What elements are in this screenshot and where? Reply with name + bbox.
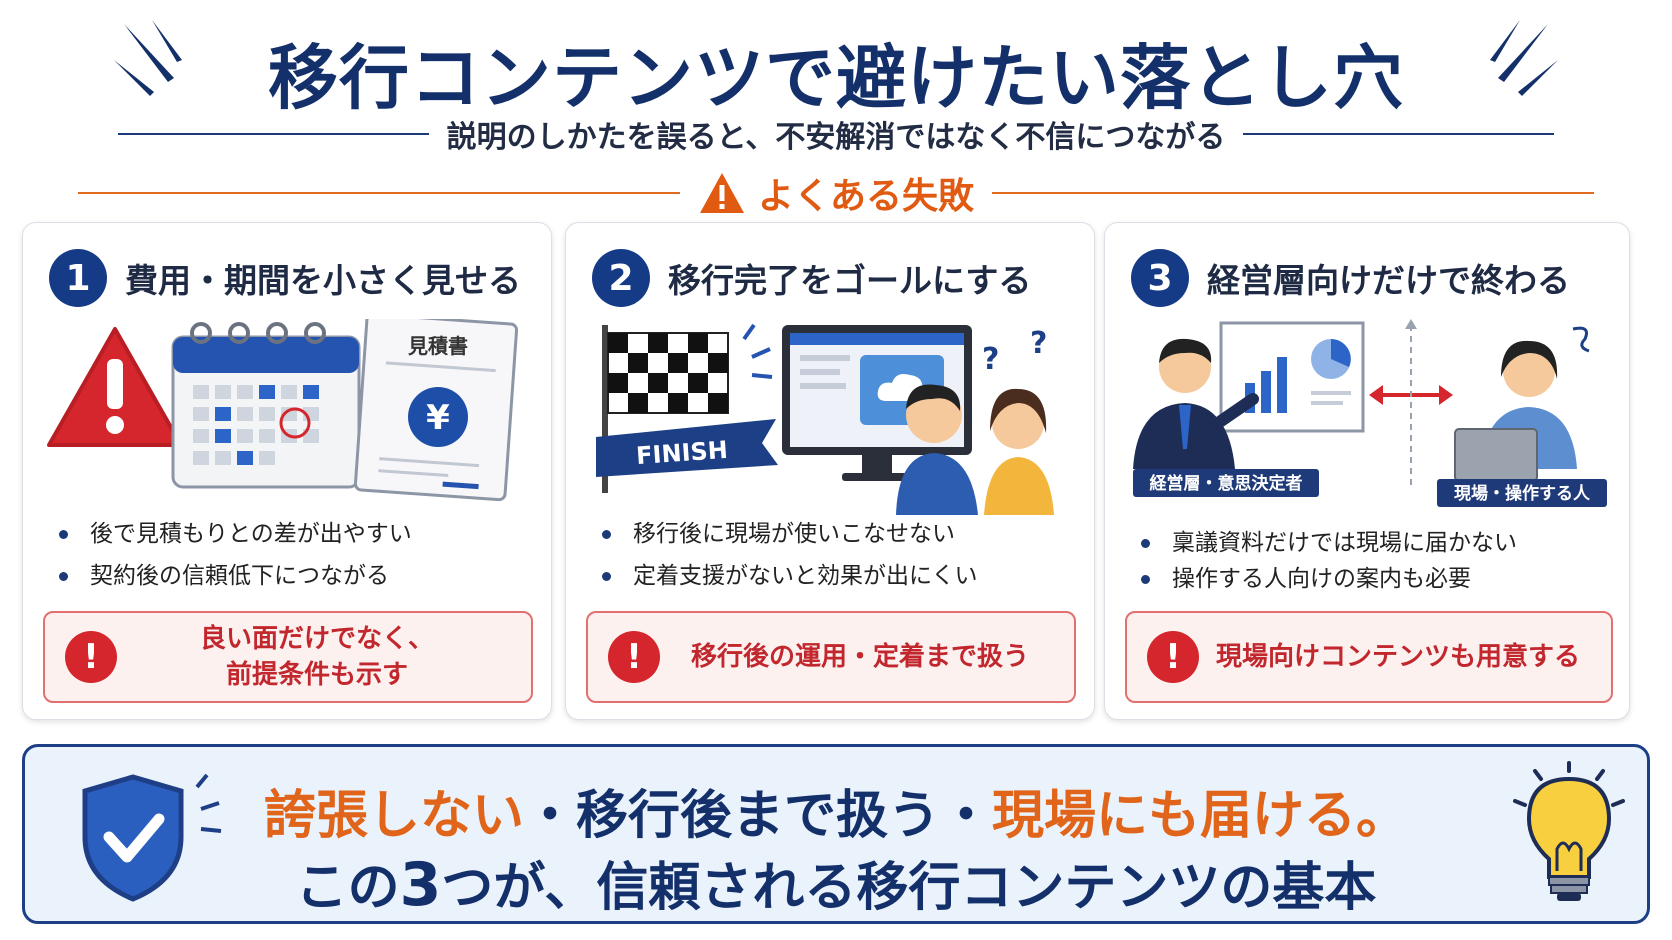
banner-text: つが、信頼される移行コンテンツの基本 [441, 858, 1377, 918]
warning-box: ! 現場向けコンテンツも用意する [1125, 611, 1613, 703]
divider [118, 133, 429, 135]
banner-text: ・移行後まで扱う・ [523, 786, 992, 846]
failure-card-audience: 3 経営層向けだけで終わる 経営層・意思決定者 [1104, 222, 1630, 720]
worker-label: 現場・操作する人 [1454, 483, 1591, 504]
card-header: 2 移行完了をゴールにする [592, 249, 1031, 307]
banner-text: この [295, 858, 400, 918]
divider [1243, 133, 1554, 135]
divider [78, 192, 680, 194]
divider [992, 192, 1595, 194]
burst-lines-icon [1490, 20, 1558, 96]
banner-number: 3 [399, 850, 442, 920]
question-mark-icon: ? [982, 342, 999, 377]
shield-check-icon [82, 773, 222, 902]
warning-text: 移行後の運用・定着まで扱う [690, 642, 1029, 672]
cost-illustration: 見積書 ¥ [47, 319, 519, 502]
flag-label: FINISH [635, 436, 728, 470]
card-header: 1 費用・期間を小さく見せる [49, 249, 521, 307]
estimate-document-icon [353, 319, 519, 502]
card-number-badge: 1 [49, 249, 107, 307]
bullet-list: 後で見積もりとの差が出やすい 契約後の信頼低下につながる [59, 513, 412, 597]
checkered-flag-icon [596, 323, 778, 493]
executive-label: 経営層・意思決定者 [1150, 473, 1303, 494]
audience-illustration: 経営層・意思決定者 現場・操作する人 [1133, 319, 1607, 507]
banner-subline: この3つが、信頼される移行コンテンツの基本 [25, 845, 1647, 920]
card-title: 移行完了をゴールにする [668, 261, 1032, 300]
section-heading-row: よくある失敗 [78, 167, 1595, 219]
card-number-badge: 3 [1131, 249, 1189, 307]
calendar-icon [171, 322, 361, 489]
light-bulb-icon [1513, 761, 1625, 901]
card-header: 3 経営層向けだけで終わる [1131, 249, 1570, 307]
laptop-icon [1443, 428, 1551, 487]
list-item: 稟議資料だけでは現場に届かない [1141, 525, 1517, 561]
list-item: 操作する人向けの案内も必要 [1141, 561, 1517, 597]
label-badge [1133, 469, 1319, 497]
goal-illustration: FINISH ? ? [596, 323, 1054, 515]
yen-symbol: ¥ [426, 398, 450, 438]
banner-headline: 誇張しない・移行後まで扱う・現場にも届ける。 [25, 773, 1647, 848]
presentation-board-icon [1219, 321, 1365, 433]
label-badge [1437, 479, 1607, 507]
section-heading-label: よくある失敗 [758, 176, 975, 217]
card-title: 費用・期間を小さく見せる [125, 261, 521, 300]
banner-key-phrase: 誇張しない [263, 786, 524, 846]
executive-person-icon [1133, 338, 1259, 469]
summary-banner: 誇張しない・移行後まで扱う・現場にも届ける。 この3つが、信頼される移行コンテン… [22, 744, 1650, 924]
bullet-list: 移行後に現場が使いこなせない 定着支援がないと効果が出にくい [602, 513, 978, 597]
warning-box: ! 移行後の運用・定着まで扱う [586, 611, 1076, 703]
page-subtitle: 説明のしかたを誤ると、不安解消ではなく不信につながる [446, 120, 1226, 155]
burst-lines-icon [114, 20, 182, 96]
page-title: 移行コンテンツで避けたい落とし穴 [268, 37, 1404, 119]
warning-line: 前提条件も示す [225, 660, 408, 690]
alert-circle-icon: ! [1147, 631, 1199, 683]
warning-triangle-icon [700, 173, 744, 213]
list-item: 移行後に現場が使いこなせない [602, 513, 978, 555]
failure-card-goal: 2 移行完了をゴールにする FINISH [565, 222, 1095, 720]
list-item: 定着支援がないと効果が出にくい [602, 555, 978, 597]
list-item: 契約後の信頼低下につながる [59, 555, 412, 597]
document-label: 見積書 [408, 334, 468, 358]
warning-triangle-icon [47, 327, 183, 447]
list-item: 後で見積もりとの差が出やすい [59, 513, 412, 555]
alert-circle-icon: ! [608, 631, 660, 683]
card-number-badge: 2 [592, 249, 650, 307]
bullet-list: 稟議資料だけでは現場に届かない 操作する人向けの案内も必要 [1141, 525, 1517, 597]
double-arrow-icon [1369, 319, 1453, 487]
question-mark-icon: ? [1030, 326, 1047, 361]
warning-line: 良い面だけでなく、 [199, 624, 434, 654]
subtitle-row: 説明のしかたを誤ると、不安解消ではなく不信につながる [118, 114, 1554, 155]
section-heading: よくある失敗 [698, 167, 974, 219]
banner-key-phrase: 現場にも届ける。 [992, 786, 1409, 846]
failure-card-cost: 1 費用・期間を小さく見せる 見 [22, 222, 552, 720]
alert-circle-icon: ! [65, 631, 117, 683]
warning-text: 現場向けコンテンツも用意する [1215, 642, 1580, 672]
warning-text: 良い面だけでなく、 前提条件も示す [117, 621, 531, 693]
card-title: 経営層向けだけで終わる [1207, 261, 1570, 300]
confused-people-icon: ? ? [896, 326, 1054, 515]
warning-box: ! 良い面だけでなく、 前提条件も示す [43, 611, 533, 703]
